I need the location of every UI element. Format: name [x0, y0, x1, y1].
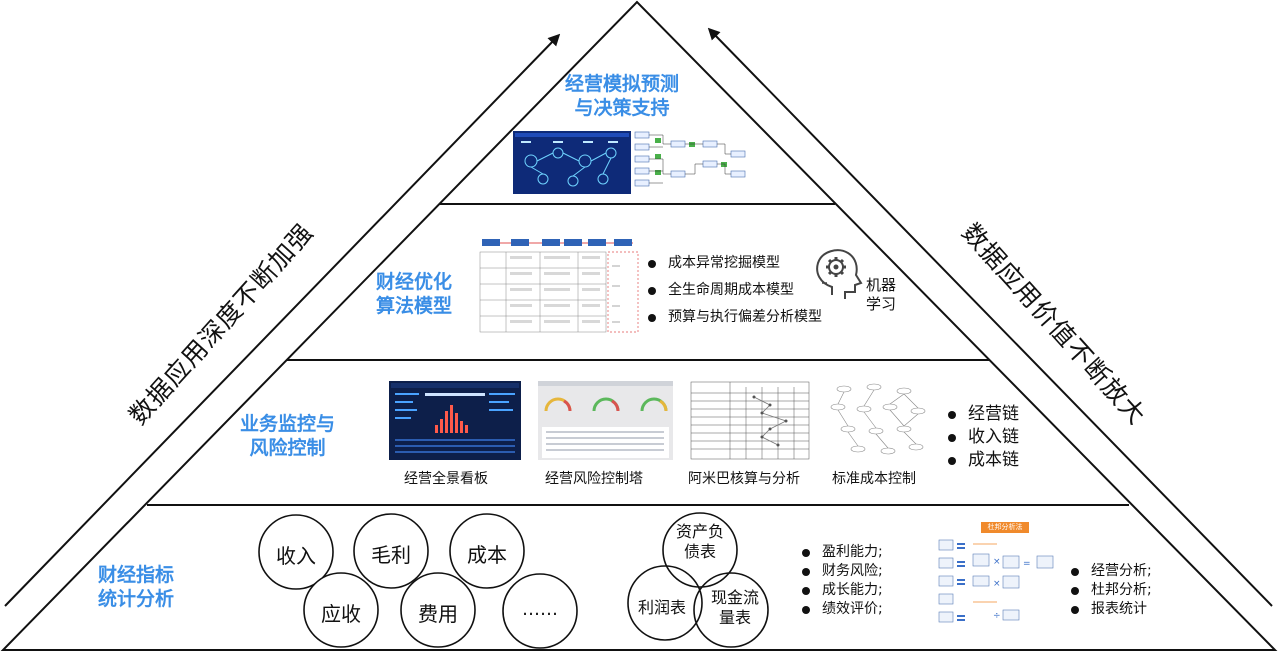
level4-title: 经营模拟预测 与决策支持 — [565, 72, 679, 120]
dupont-header: 杜邦分析法 — [981, 522, 1029, 533]
dupont-analysis-thumbnail: 杜邦分析法 × × = ÷ — [937, 520, 1067, 630]
metric-label-revenue: 收入 — [276, 544, 316, 568]
level1-analysis-item: 报表统计 — [1071, 600, 1152, 619]
venn-circle-income-statement — [627, 565, 703, 641]
caption-operations-dashboard: 经营全景看板 — [404, 471, 488, 487]
svg-text:×: × — [993, 557, 1001, 567]
level2-title-line2: 风险控制 — [249, 437, 326, 459]
level3-model-item: 成本异常挖掘模型 — [648, 250, 822, 277]
level2-title: 业务监控与 风险控制 — [240, 412, 335, 460]
ml-label-line1: 机器 — [866, 276, 897, 294]
level1-title-line1: 财经指标 — [98, 564, 175, 586]
svg-text:=: = — [1023, 559, 1031, 569]
venn-circle-cash-flow — [693, 572, 769, 648]
caption-risk-control-tower: 经营风险控制塔 — [545, 471, 643, 487]
level1-title: 财经指标 统计分析 — [98, 563, 174, 611]
process-flow-thumbnail — [478, 236, 640, 334]
level3-title-line2: 算法模型 — [376, 295, 453, 317]
level2-chain-item: 经营链 — [948, 403, 1019, 426]
left-arrow — [4, 33, 561, 607]
standard-cost-thumbnail — [824, 381, 936, 460]
level4-title-line1: 经营模拟预测 — [565, 73, 680, 95]
svg-text:÷: ÷ — [993, 611, 1001, 621]
level3-title: 财经优化 算法模型 — [376, 270, 452, 318]
venn-top-line2: 债表 — [683, 542, 716, 561]
level3-model-item: 全生命周期成本模型 — [648, 277, 822, 304]
metric-circle-cost — [449, 513, 525, 589]
level1-title-line2: 统计分析 — [98, 588, 175, 610]
level1-analysis-list: 经营分析; 杜邦分析; 报表统计 — [1071, 562, 1152, 619]
venn-right-line1: 现金流 — [710, 588, 759, 607]
ml-label-line2: 学习 — [866, 295, 897, 313]
caption-standard-cost: 标准成本控制 — [832, 471, 916, 487]
caption-amoeba-accounting: 阿米巴核算与分析 — [688, 471, 800, 487]
level3-title-line1: 财经优化 — [376, 271, 453, 293]
metric-circle-receivables — [303, 572, 379, 648]
svg-text:×: × — [993, 579, 1001, 589]
machine-learning-label: 机器 学习 — [866, 276, 896, 314]
level3-model-list: 成本异常挖掘模型 全生命周期成本模型 预算与执行偏差分析模型 — [648, 250, 822, 331]
metric-circle-expenses — [400, 572, 476, 648]
venn-label-cash-flow: 现金流 量表 — [695, 588, 775, 628]
brain-gear-icon — [816, 249, 863, 299]
level1-analysis-item: 经营分析; — [1071, 562, 1152, 581]
simulation-dashboard-thumbnail — [513, 131, 631, 194]
decision-tree-thumbnail — [633, 127, 750, 190]
metric-circle-revenue — [258, 514, 334, 590]
venn-right-line2: 量表 — [718, 608, 751, 627]
metric-label-gross-profit: 毛利 — [371, 543, 411, 567]
level3-model-item: 预算与执行偏差分析模型 — [648, 304, 822, 331]
right-arrow — [707, 27, 1273, 607]
metric-label-receivables: 应收 — [321, 602, 361, 626]
metric-label-cost: 成本 — [467, 543, 507, 567]
metric-circle-gross-profit — [353, 513, 429, 589]
metric-circle-more — [502, 573, 578, 649]
level1-ability-item: 财务风险; — [802, 562, 883, 581]
level1-ability-item: 成长能力; — [802, 581, 883, 600]
level1-ability-list: 盈利能力; 财务风险; 成长能力; 绩效评价; — [802, 543, 883, 619]
level4-title-line2: 与决策支持 — [574, 97, 670, 119]
level1-ability-item: 绩效评价; — [802, 600, 883, 619]
financial-statements-venn — [627, 512, 769, 648]
level2-title-line1: 业务监控与 — [240, 413, 336, 435]
venn-label-balance-sheet: 资产负 债表 — [660, 522, 740, 562]
metric-label-more: …… — [522, 599, 558, 620]
level1-analysis-item: 杜邦分析; — [1071, 581, 1152, 600]
venn-top-line1: 资产负 — [675, 522, 724, 541]
level2-chain-item: 成本链 — [948, 449, 1019, 472]
level1-ability-item: 盈利能力; — [802, 543, 883, 562]
amoeba-accounting-thumbnail — [690, 381, 810, 460]
venn-circle-balance-sheet — [662, 512, 738, 588]
level2-chain-list: 经营链 收入链 成本链 — [948, 403, 1019, 472]
operations-dashboard-thumbnail — [389, 381, 521, 460]
risk-control-tower-thumbnail — [538, 381, 673, 460]
venn-label-income-statement: 利润表 — [637, 598, 686, 617]
metric-label-expenses: 费用 — [418, 602, 458, 626]
metric-circles — [258, 513, 578, 649]
level2-chain-item: 收入链 — [948, 426, 1019, 449]
